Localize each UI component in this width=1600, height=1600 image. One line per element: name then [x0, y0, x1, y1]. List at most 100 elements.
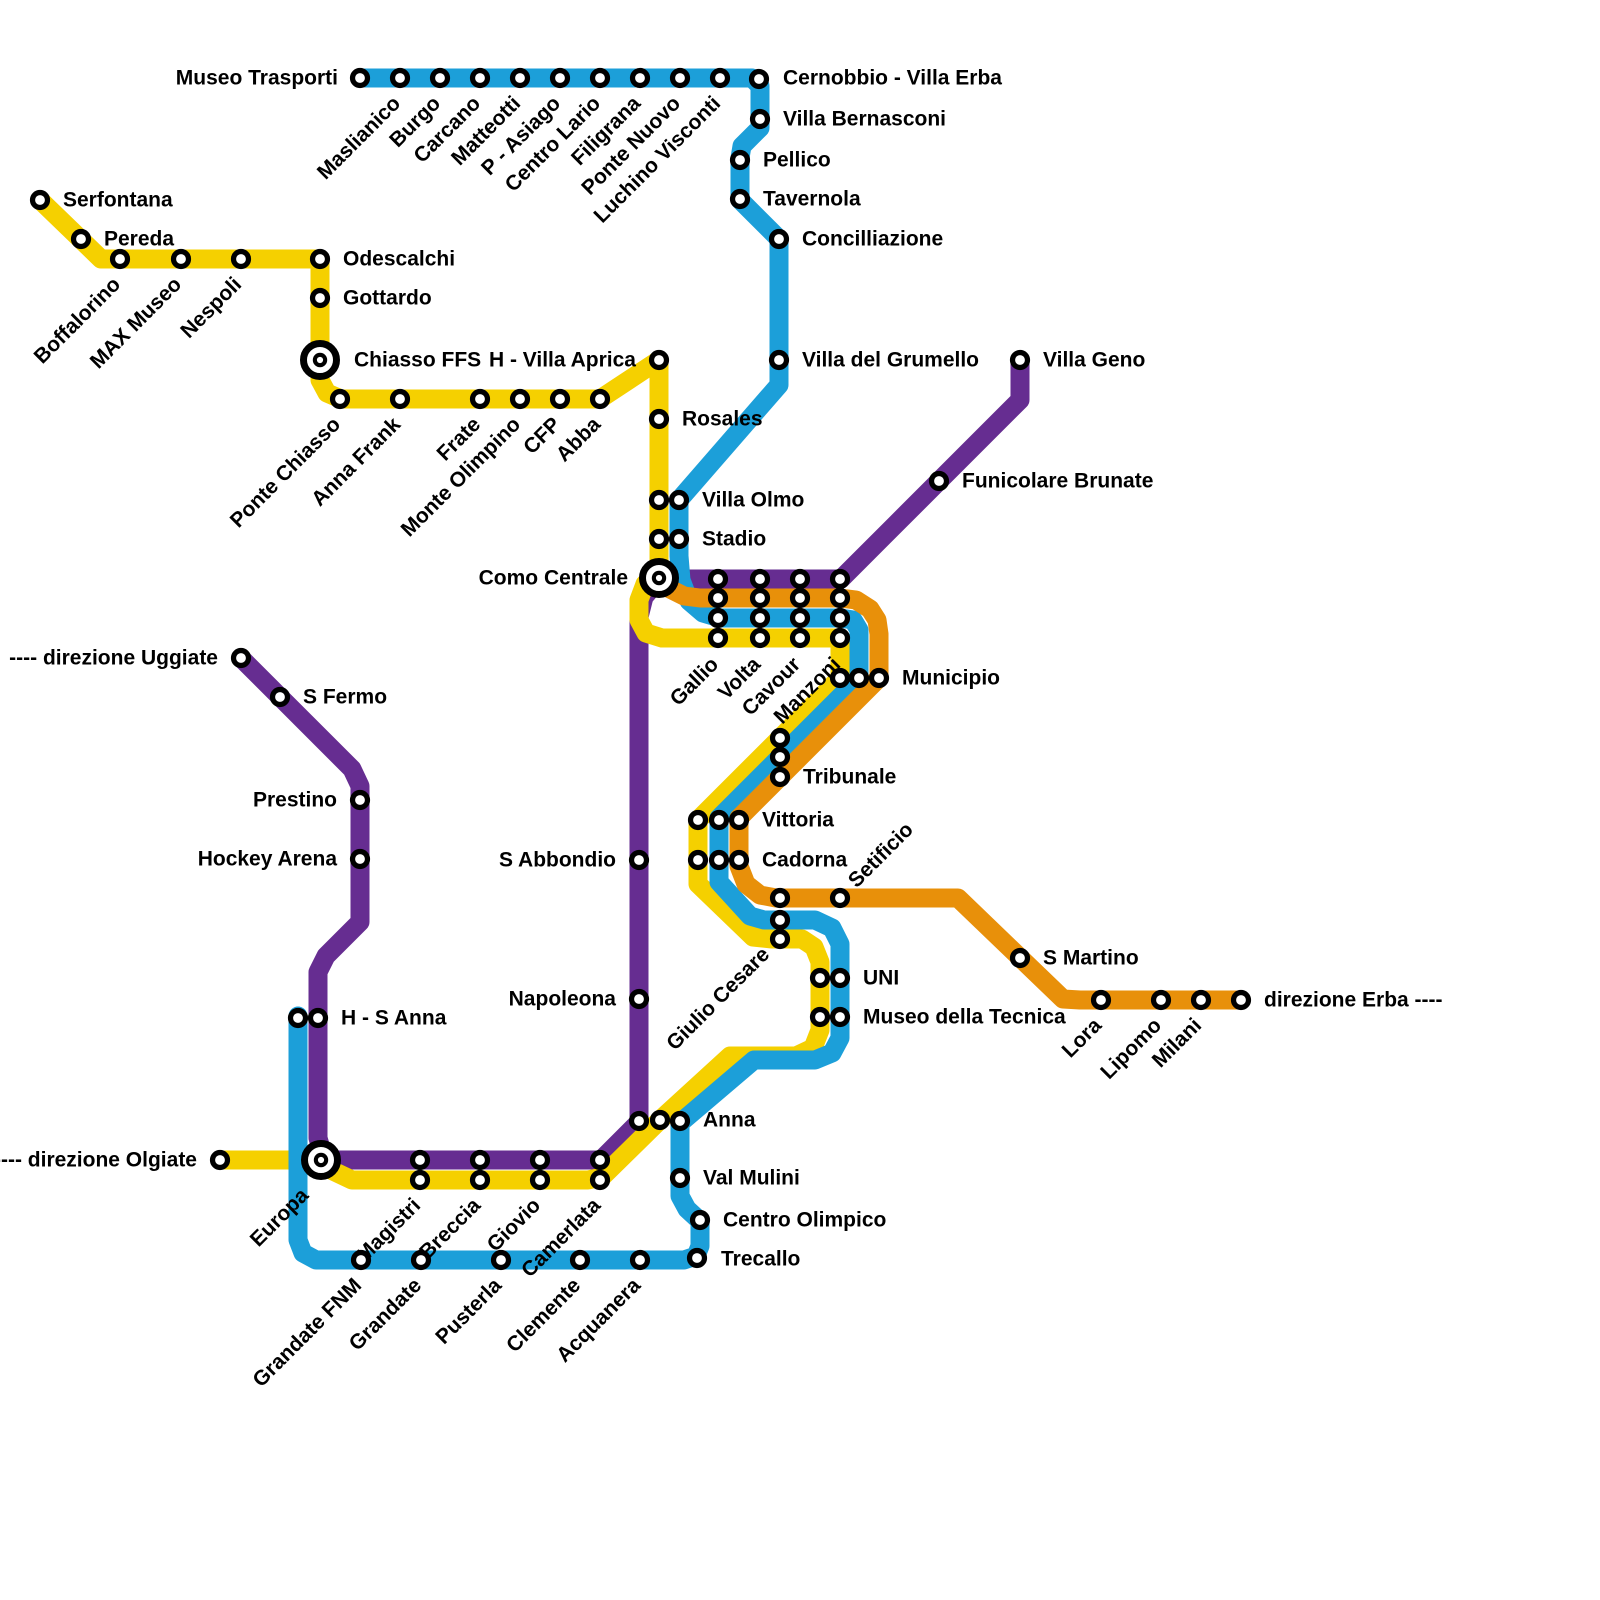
station-val-mulini: Val Mulini: [669, 1167, 800, 1190]
station-label-rosales: Rosales: [682, 408, 763, 431]
station-odescalchi: Odescalchi: [309, 248, 455, 271]
station-gottardo: Gottardo: [309, 287, 432, 310]
station-marker-icon: [648, 408, 670, 430]
station-marker-icon: [829, 627, 851, 649]
station-label-villa-del-grumello: Villa del Grumello: [802, 349, 979, 372]
station-napoleona: Napoleona: [509, 988, 650, 1011]
station-marker-icon: [729, 188, 751, 210]
station-marker-icon: [829, 1006, 851, 1028]
station-vittoria: Vittoria: [687, 809, 834, 832]
station-label-prestino: Prestino: [253, 789, 337, 812]
station-label-tribunale: Tribunale: [803, 766, 896, 789]
station-marker-icon: [708, 849, 730, 871]
station-prestino: Prestino: [253, 789, 371, 812]
station-marker-icon: [769, 766, 791, 788]
station-label-vittoria: Vittoria: [762, 809, 834, 832]
station-marker-icon: [1150, 989, 1172, 1011]
station-funicolare-brunate: Funicolare Brunate: [928, 470, 1153, 493]
station-marker-icon: [749, 587, 771, 609]
station-marker-icon: [269, 686, 291, 708]
station-marker-icon: [509, 67, 531, 89]
station-marker-icon: [728, 849, 750, 871]
station-marker-icon: [469, 1149, 491, 1171]
station-museo-della-tecnica: Museo della Tecnica: [809, 1006, 1066, 1029]
station-villa-geno: Villa Geno: [1009, 349, 1145, 372]
station-label-como-centrale: Como Centrale: [479, 567, 628, 590]
station-marker-icon: [628, 849, 650, 871]
station-marker-icon: [309, 287, 331, 309]
station-marker-icon: [29, 189, 51, 211]
station-label-trecallo: Trecallo: [721, 1248, 800, 1271]
station-marker-icon: [490, 1249, 512, 1271]
station-marker-icon: [389, 67, 411, 89]
station-marker-icon: [709, 67, 731, 89]
station-label-pereda: Pereda: [104, 228, 174, 251]
station-marker-icon: [1009, 947, 1031, 969]
station-marker-icon: [829, 607, 851, 629]
station-marker-icon: [686, 1247, 708, 1269]
station-marker-icon: [589, 67, 611, 89]
station-marker-icon: [409, 1149, 431, 1171]
station-marker-icon: [429, 67, 451, 89]
station-label-direzione-uggiate: ---- direzione Uggiate: [9, 647, 218, 670]
station-label-serfontana: Serfontana: [63, 189, 173, 212]
station-s-martino: S Martino: [1009, 947, 1139, 970]
station-hockey-arena: Hockey Arena: [198, 848, 371, 871]
station-marker-icon: [749, 108, 771, 130]
station-label-cadorna: Cadorna: [762, 849, 848, 872]
station-marker-icon: [529, 1149, 551, 1171]
station-label-hockey-arena: Hockey Arena: [198, 848, 338, 871]
station-anna: Anna: [628, 1109, 756, 1132]
station-marker-icon: [768, 228, 790, 250]
station-tavernola: Tavernola: [729, 188, 861, 211]
station-marker-icon: [589, 1169, 611, 1191]
station-marker-icon: [209, 1149, 231, 1171]
station-marker-icon: [109, 248, 131, 270]
station-serfontana: Serfontana: [29, 189, 173, 212]
station-h-s-anna: H - S Anna: [287, 1007, 447, 1030]
station-marker-icon: [1090, 989, 1112, 1011]
station-marker-icon: [749, 627, 771, 649]
station-marker-icon: [687, 849, 709, 871]
station-marker-icon: [410, 1249, 432, 1271]
station-label-municipio: Municipio: [902, 667, 1000, 690]
station-marker-icon: [809, 1006, 831, 1028]
station-marker-icon: [230, 647, 252, 669]
station-marker-icon: [329, 388, 351, 410]
station-label-napoleona: Napoleona: [509, 988, 617, 1011]
station-marker-icon: [748, 68, 770, 90]
station-marker-icon: [70, 228, 92, 250]
station-label-stadio: Stadio: [702, 528, 766, 551]
interchange-chiasso-ffs: Chiasso FFS: [300, 340, 481, 380]
station-marker-icon: [829, 568, 851, 590]
station-centro-olimpico: Centro Olimpico: [689, 1209, 886, 1232]
station-marker-icon: [729, 149, 751, 171]
station-cadorna: Cadorna: [687, 849, 848, 872]
station-marker-icon: [668, 528, 690, 550]
station-villa-bernasconi: Villa Bernasconi: [749, 108, 946, 131]
station-marker-icon: [349, 67, 371, 89]
interchange-como-centrale: Como Centrale: [479, 558, 679, 598]
station-marker-icon: [389, 388, 411, 410]
station-marker-icon: [629, 1249, 651, 1271]
station-label-direzione-olgiate: ---- direzione Olgiate: [0, 1149, 197, 1172]
station-marker-icon: [789, 587, 811, 609]
station-marker-icon: [648, 528, 670, 550]
station-s-abbondio: S Abbondio: [499, 849, 650, 872]
station-marker-icon: [868, 667, 890, 689]
station-marker-icon: [409, 1169, 431, 1191]
station-marker-icon: [569, 1249, 591, 1271]
station-marker-icon: [287, 1007, 309, 1029]
station-marker-icon: [649, 1109, 671, 1131]
station-marker-icon: [349, 789, 371, 811]
station-marker-icon: [749, 607, 771, 629]
station-label-s-fermo: S Fermo: [303, 686, 387, 709]
station-marker-icon: [769, 909, 791, 931]
station-marker-icon: [829, 667, 851, 689]
station-marker-icon: [809, 967, 831, 989]
interchange-hole-icon: [317, 1156, 325, 1164]
station-marker-icon: [749, 568, 771, 590]
